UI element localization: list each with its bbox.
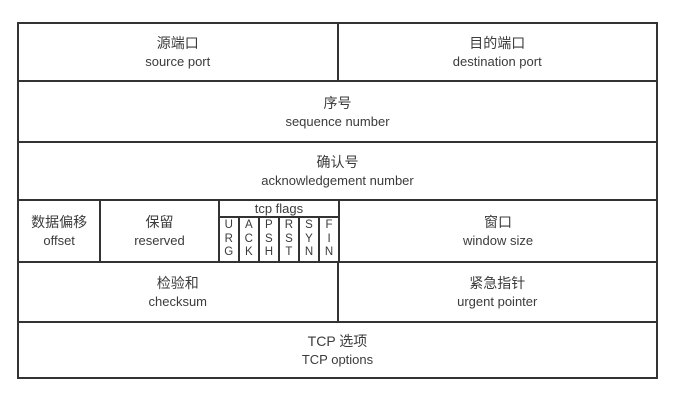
flag-fin-letter: N [324,246,334,259]
sequence-number-label-en: sequence number [285,113,390,129]
cell-destination-port: 目的端口 destination port [336,24,657,80]
window-size-label-zh: 窗口 [484,214,513,231]
flag-psh: P S H [257,218,278,261]
cell-source-port: 源端口 source port [19,24,337,80]
flag-fin-letter: I [327,232,331,245]
flag-rst-letter: R [284,218,294,231]
flag-ack-letter: A [244,218,253,231]
flag-psh-letter: H [264,246,274,259]
tcp-flags-header: tcp flags [219,201,339,218]
checksum-label-zh: 检验和 [156,275,199,292]
tcp-options-label-en: TCP options [301,352,374,367]
row-tcp-options: TCP 选项 TCP options [19,321,656,377]
cell-checksum: 检验和 checksum [19,263,337,321]
cell-acknowledgement-number: 确认号 acknowledgement number [19,143,656,199]
flag-rst-letter: S [285,232,293,245]
sequence-number-label-zh: 序号 [323,94,352,111]
flag-urg: U R G [220,218,238,261]
flag-syn-letter: N [304,246,314,259]
flag-psh-letter: P [265,218,273,231]
flag-fin-letter: F [325,218,333,231]
flag-ack-letter: K [244,246,253,259]
row-offset-flags-window: 数据偏移 offset 保留 reserved tcp flags U R G … [19,199,656,261]
row-acknowledgement-number: 确认号 acknowledgement number [19,141,656,199]
row-sequence-number: 序号 sequence number [19,80,656,141]
source-port-label-zh: 源端口 [156,35,199,52]
row-ports: 源端口 source port 目的端口 destination port [19,24,656,80]
acknowledgement-number-label-en: acknowledgement number [261,173,414,188]
source-port-label-en: source port [145,54,211,69]
cell-data-offset: 数据偏移 offset [19,201,99,261]
flag-syn-letter: S [305,218,313,231]
flag-syn: S Y N [297,218,318,261]
data-offset-label-en: offset [43,233,75,248]
flag-psh-letter: S [265,232,273,245]
cell-tcp-options: TCP 选项 TCP options [19,323,656,377]
window-size-label-en: window size [463,233,534,248]
cell-urgent-pointer: 紧急指针 urgent pointer [336,263,657,321]
flag-rst-letter: T [285,246,293,259]
flag-ack: A C K [237,218,258,261]
data-offset-label-zh: 数据偏移 [31,214,88,231]
tcp-options-label-zh: TCP 选项 [307,333,368,350]
row-checksum-urgent: 检验和 checksum 紧急指针 urgent pointer [19,261,656,321]
flag-syn-letter: Y [305,232,313,245]
flag-ack-letter: C [244,232,253,245]
flag-urg-letter: R [224,232,233,245]
cell-reserved: 保留 reserved [99,201,217,261]
urgent-pointer-label-en: urgent pointer [457,294,538,309]
destination-port-label-en: destination port [452,54,542,69]
flag-fin: F I N [318,218,338,261]
cell-window-size: 窗口 window size [338,201,656,261]
destination-port-label-zh: 目的端口 [469,35,526,52]
reserved-label-zh: 保留 [145,214,174,231]
acknowledgement-number-label-zh: 确认号 [316,154,359,171]
checksum-label-en: checksum [148,294,208,309]
flag-rst: R S T [277,218,298,261]
urgent-pointer-label-zh: 紧急指针 [469,275,526,292]
cell-tcp-flags: tcp flags U R G A C K P S H [217,201,339,261]
reserved-label-en: reserved [134,233,185,248]
cell-sequence-number: 序号 sequence number [19,82,656,141]
tcp-flags-cells: U R G A C K P S H R [220,218,338,261]
flag-urg-letter: U [224,218,233,231]
tcp-header-table: 源端口 source port 目的端口 destination port 序号… [17,22,658,379]
flag-urg-letter: G [224,246,234,259]
